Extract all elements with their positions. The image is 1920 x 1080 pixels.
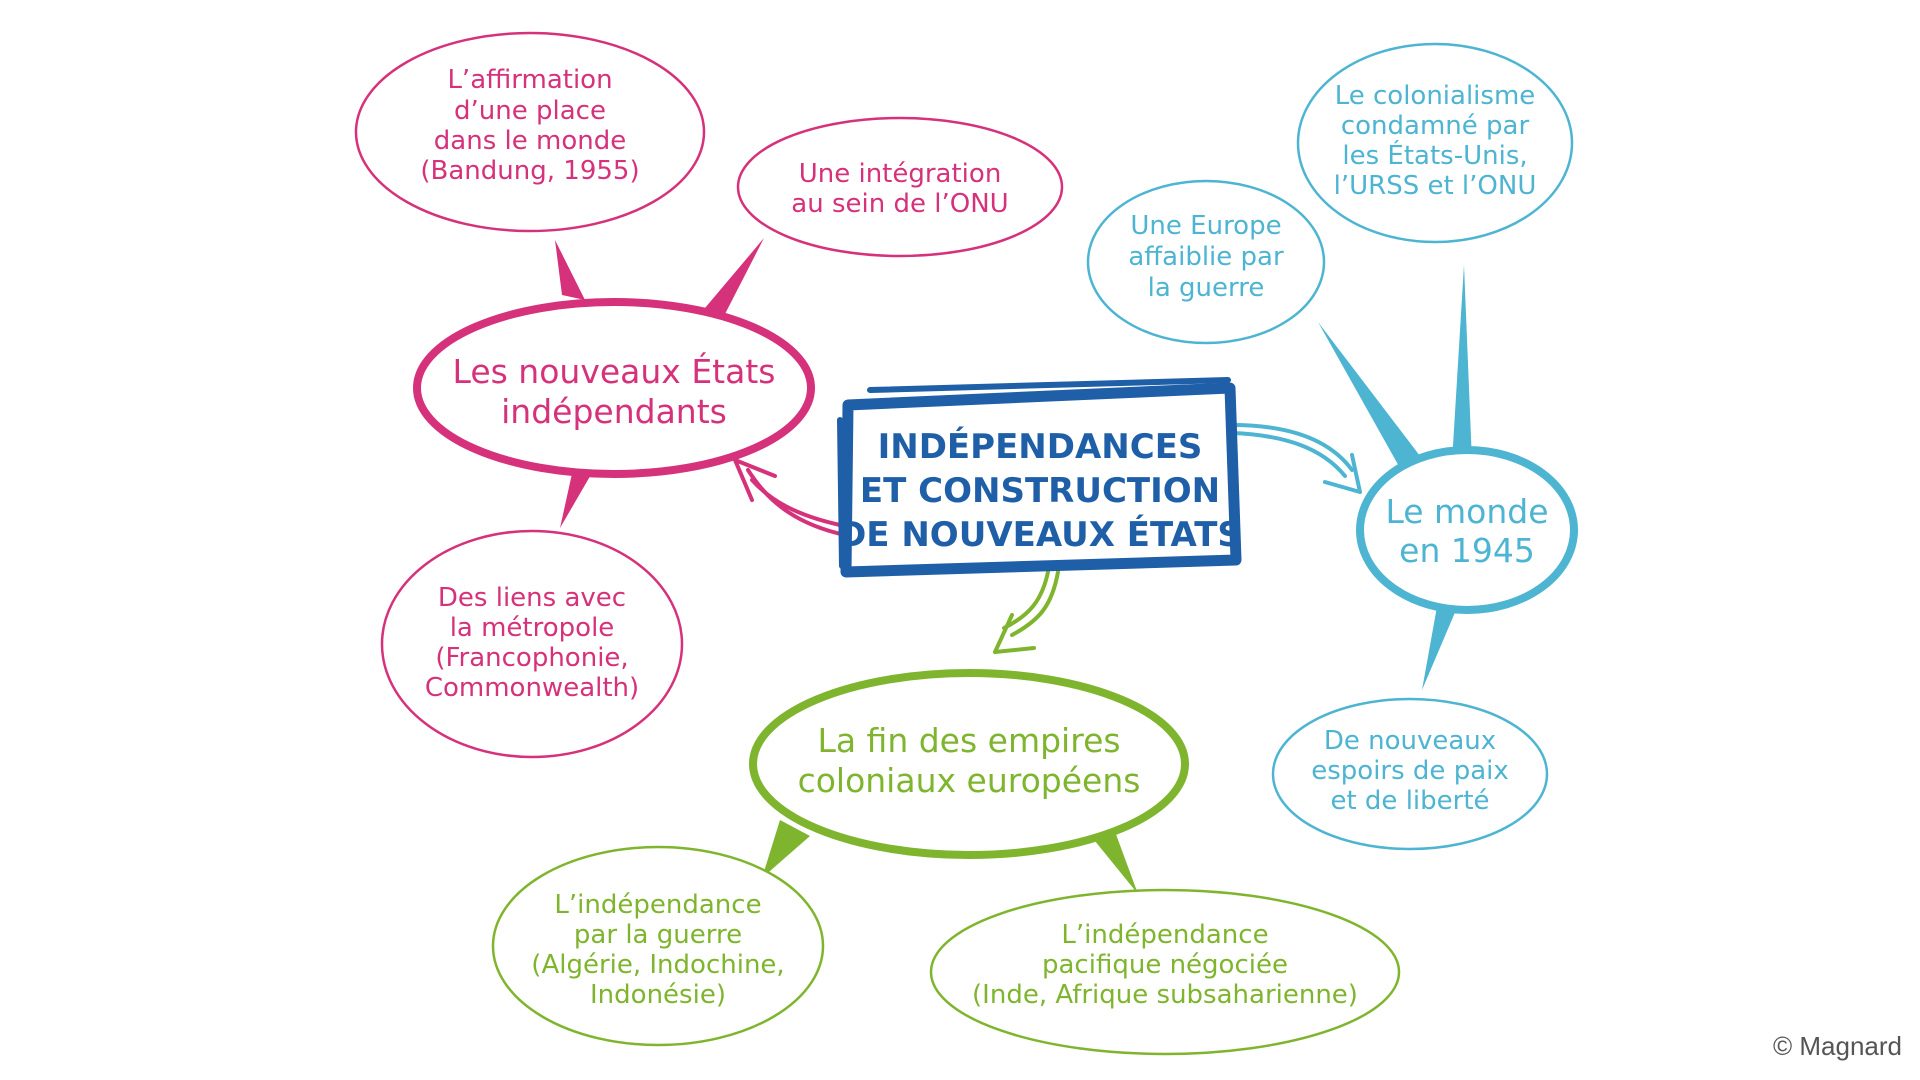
onu-line-1: Une intégration bbox=[799, 159, 1002, 189]
pacifique-line-3: (Inde, Afrique subsaharienne) bbox=[972, 980, 1358, 1010]
blue-connector-espoirs bbox=[1422, 590, 1462, 690]
affirmation-line-3: dans le monde bbox=[434, 126, 626, 156]
pink-hub-line-1: Les nouveaux États bbox=[453, 351, 776, 391]
guerre-line-4: Indonésie) bbox=[590, 980, 726, 1010]
colonialisme-line-4: l’URSS et l’ONU bbox=[1334, 171, 1537, 201]
arrow-to-blue-hub bbox=[1230, 423, 1362, 494]
blue-connector-europe bbox=[1318, 322, 1420, 468]
blue-connector-colonialisme bbox=[1452, 265, 1472, 462]
central-title-line-1: INDÉPENDANCES bbox=[878, 426, 1203, 467]
espoirs-line-3: et de liberté bbox=[1330, 786, 1489, 816]
pink-connector-onu bbox=[705, 238, 764, 314]
europe-line-1: Une Europe bbox=[1130, 211, 1281, 241]
green-hub-line-1: La fin des empires bbox=[817, 721, 1120, 760]
blue-hub-line-1: Le monde bbox=[1385, 492, 1548, 531]
pink-hub: Les nouveaux États indépendants bbox=[413, 298, 815, 478]
green-hub-line-2: coloniaux européens bbox=[798, 761, 1141, 800]
affirmation-line-4: (Bandung, 1955) bbox=[420, 156, 639, 186]
green-hub: La fin des empires coloniaux européens bbox=[749, 669, 1189, 859]
arrow-to-green-hub bbox=[993, 570, 1060, 654]
green-bubble-pacifique: L’indépendance pacifique négociée (Inde,… bbox=[929, 888, 1401, 1056]
central-title-line-2: ET CONSTRUCTION bbox=[860, 471, 1220, 511]
affirmation-line-1: L’affirmation bbox=[447, 65, 612, 95]
pink-hub-line-2: indépendants bbox=[501, 392, 727, 431]
europe-line-2: affaiblie par bbox=[1128, 242, 1284, 272]
pink-connector-affirmation bbox=[555, 240, 585, 300]
central-title-frame bbox=[840, 382, 1242, 578]
liens-line-2: la métropole bbox=[450, 613, 615, 643]
blue-hub: Le monde en 1945 bbox=[1356, 446, 1578, 614]
blue-bubble-colonialisme: Le colonialisme condamné par les États-U… bbox=[1296, 42, 1574, 244]
liens-line-4: Commonwealth) bbox=[425, 673, 639, 703]
guerre-line-3: (Algérie, Indochine, bbox=[531, 950, 784, 980]
liens-line-3: (Francophonie, bbox=[435, 643, 628, 673]
colonialisme-line-2: condamné par bbox=[1341, 111, 1530, 141]
pacifique-line-1: L’indépendance bbox=[1061, 920, 1268, 950]
central-title-box: INDÉPENDANCES ET CONSTRUCTION DE NOUVEAU… bbox=[837, 377, 1242, 578]
blue-bubble-europe: Une Europe affaiblie par la guerre bbox=[1086, 179, 1326, 345]
blue-bubble-espoirs: De nouveaux espoirs de paix et de libert… bbox=[1271, 697, 1549, 851]
guerre-line-2: par la guerre bbox=[574, 920, 742, 950]
pacifique-line-2: pacifique négociée bbox=[1042, 950, 1288, 980]
liens-line-1: Des liens avec bbox=[438, 583, 626, 613]
pink-bubble-liens: Des liens avec la métropole (Francophoni… bbox=[380, 529, 684, 759]
europe-line-3: la guerre bbox=[1148, 273, 1265, 303]
green-connector-guerre bbox=[762, 820, 810, 878]
colonialisme-line-1: Le colonialisme bbox=[1335, 81, 1536, 111]
espoirs-line-1: De nouveaux bbox=[1324, 726, 1496, 756]
guerre-line-1: L’indépendance bbox=[554, 890, 761, 920]
central-title-line-3: DE NOUVEAUX ÉTATS bbox=[838, 514, 1242, 555]
pink-bubble-affirmation: L’affirmation d’une place dans le monde … bbox=[354, 31, 706, 233]
copyright-notice: © Magnard bbox=[1773, 1031, 1902, 1061]
pink-bubble-onu: Une intégration au sein de l’ONU bbox=[736, 116, 1064, 258]
espoirs-line-2: espoirs de paix bbox=[1311, 756, 1509, 786]
affirmation-line-2: d’une place bbox=[454, 96, 606, 126]
onu-line-2: au sein de l’ONU bbox=[791, 189, 1008, 219]
colonialisme-line-3: les États-Unis, bbox=[1342, 139, 1527, 171]
green-bubble-guerre: L’indépendance par la guerre (Algérie, I… bbox=[491, 845, 825, 1047]
blue-hub-line-2: en 1945 bbox=[1399, 531, 1535, 570]
arrow-to-pink-hub bbox=[733, 458, 847, 537]
